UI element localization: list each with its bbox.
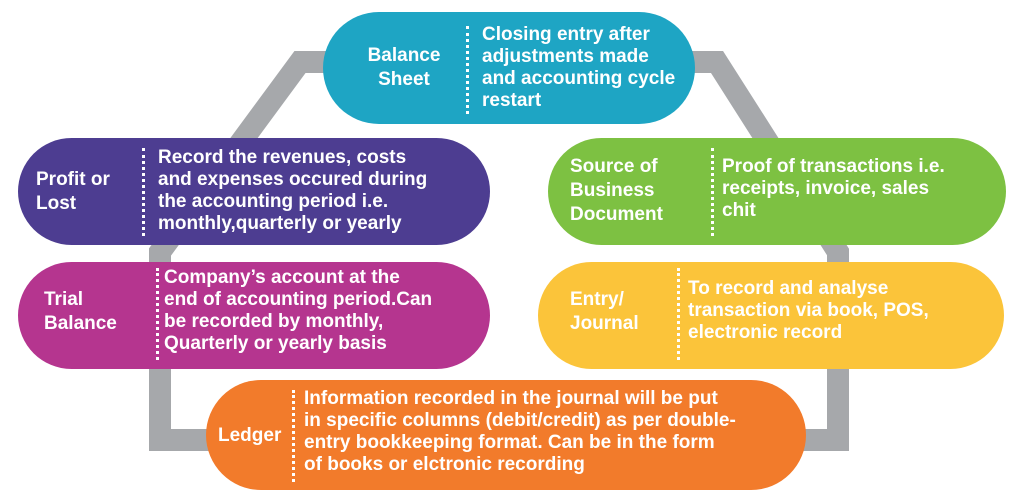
source-document-separator xyxy=(711,148,714,236)
entry-journal-description: To record and analyse transaction via bo… xyxy=(688,278,929,343)
ledger-title: Ledger xyxy=(218,425,282,446)
balance-sheet-stage: Balance Sheet Closing entry after adjust… xyxy=(323,12,695,124)
entry-journal-title: Entry/ Journal xyxy=(570,289,639,334)
balance-sheet-separator xyxy=(466,26,469,114)
balance-sheet-title: Balance Sheet xyxy=(367,45,441,90)
trial-balance-separator xyxy=(156,268,159,360)
trial-balance-title: Trial Balance xyxy=(44,289,117,334)
entry-journal-separator xyxy=(677,268,680,360)
ledger-separator xyxy=(292,390,295,482)
balance-sheet-description: Closing entry after adjustments made and… xyxy=(482,24,676,111)
trial-balance-stage: Trial Balance Company’s account at the e… xyxy=(18,262,490,369)
source-document-description: Proof of transactions i.e. receipts, inv… xyxy=(722,156,945,221)
source-document-title: Source of Business Document xyxy=(570,156,663,225)
profit-or-lost-separator xyxy=(142,148,145,236)
ledger-stage: Ledger Information recorded in the journ… xyxy=(206,380,806,490)
profit-or-lost-description: Record the revenues, costs and expenses … xyxy=(158,147,428,234)
profit-or-lost-stage: Profit or Lost Record the revenues, cost… xyxy=(18,138,490,245)
hexagon-outline xyxy=(149,51,849,451)
trial-balance-description: Company’s account at the end of accounti… xyxy=(164,267,433,354)
entry-journal-stage: Entry/ Journal To record and analyse tra… xyxy=(538,262,1004,369)
profit-or-lost-title: Profit or Lost xyxy=(36,169,110,214)
source-document-stage: Source of Business Document Proof of tra… xyxy=(548,138,1006,245)
ledger-description: Information recorded in the journal will… xyxy=(304,388,736,475)
